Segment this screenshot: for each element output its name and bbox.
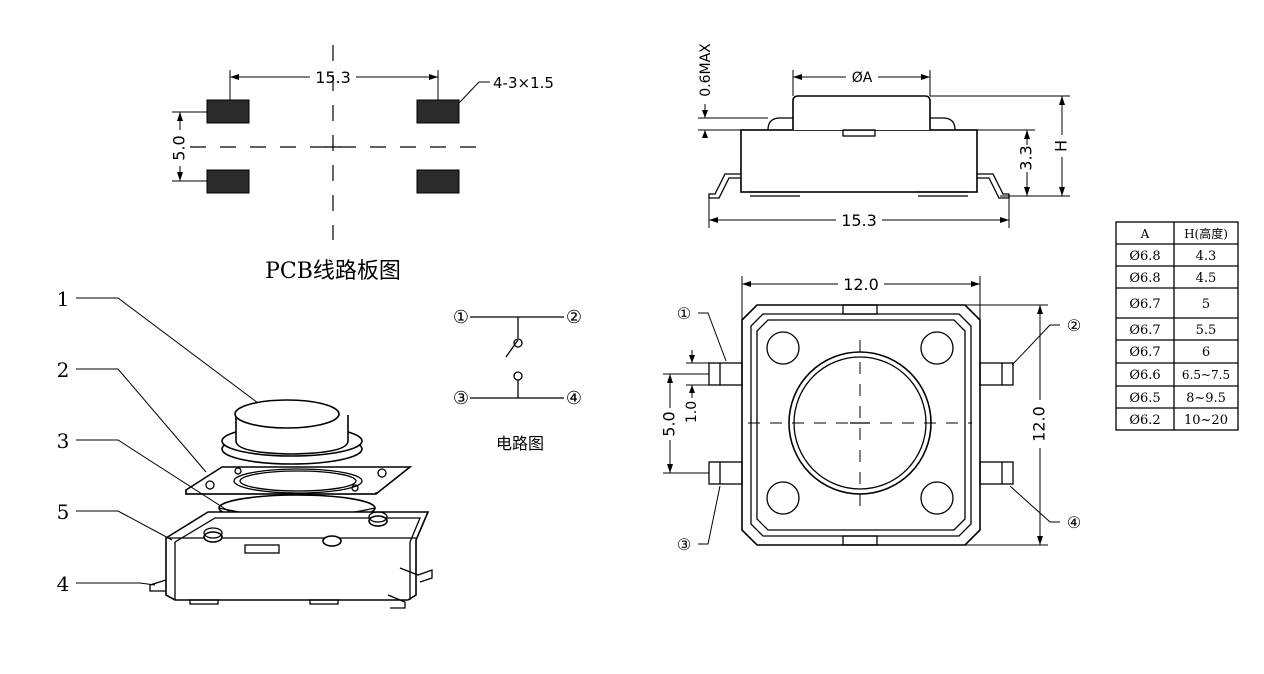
- part-cover-plate: [185, 466, 413, 495]
- table-cell: Ø6.2: [1129, 413, 1160, 428]
- top-pin-4: [979, 461, 1014, 485]
- top-pin-dim: 1.0: [684, 401, 700, 423]
- side-actuator: [792, 95, 931, 130]
- table-cell: 4.3: [1196, 249, 1217, 264]
- top-hole: [920, 481, 954, 515]
- pcb-height-dim: 5.0: [170, 135, 189, 160]
- part-number-1: 1: [57, 287, 70, 311]
- top-pitch-dim: 5.0: [660, 411, 679, 436]
- circuit-pin-3: ③: [453, 388, 469, 409]
- circuit-caption: 电路图: [496, 434, 544, 453]
- table-cell: Ø6.8: [1129, 271, 1160, 286]
- side-leg-right: [977, 173, 1010, 199]
- table-cell: 10~20: [1184, 413, 1228, 428]
- top-pin-label-1: ①: [677, 304, 691, 323]
- top-pin-label-4: ④: [1067, 513, 1081, 532]
- circuit-pin-4: ④: [566, 388, 582, 409]
- top-pin-1: [708, 362, 743, 386]
- side-leg-left: [708, 173, 741, 199]
- circuit-pin-2: ②: [566, 307, 582, 328]
- pcb-pad-top-left: [206, 99, 250, 124]
- top-hole: [766, 481, 800, 515]
- top-pin-label-2: ②: [1067, 316, 1081, 335]
- table-cell: 6: [1202, 345, 1210, 360]
- side-view: ØA 0.6MAX 3.3 H 15.3: [698, 43, 1071, 230]
- top-height-dim: 12.0: [1030, 406, 1049, 442]
- table-cell: Ø6.5: [1129, 391, 1160, 406]
- pcb-caption: PCB线路板图: [265, 259, 401, 284]
- top-hole: [920, 331, 954, 365]
- pcb-pad-note: 4-3×1.5: [493, 74, 554, 92]
- side-diameter-dim: ØA: [852, 70, 873, 86]
- circuit-pin-1: ①: [453, 307, 469, 328]
- pcb-pad-bottom-left: [206, 169, 250, 194]
- table-cell: 6.5~7.5: [1182, 368, 1230, 382]
- table-header-h: H(高度): [1184, 226, 1228, 241]
- top-pin-2: [979, 362, 1014, 386]
- table-cell: 8~9.5: [1186, 391, 1226, 406]
- side-width-dim: 15.3: [841, 211, 877, 230]
- top-view: ① ② ③ ④ 12.0 12.0 5.0 1.0: [660, 275, 1082, 554]
- pcb-layout: 15.3 5.0 4-3×1.5 PCB线路板图: [170, 45, 554, 284]
- pcb-pad-bottom-right: [416, 169, 460, 194]
- top-pin-label-3: ③: [677, 535, 691, 554]
- table-cell: 5.5: [1196, 323, 1217, 338]
- side-max-dim: 0.6MAX: [698, 43, 714, 97]
- exploded-view: 1 2 3 5 4: [57, 287, 433, 609]
- pcb-width-dim: 15.3: [315, 68, 351, 87]
- part-base: [149, 511, 433, 609]
- top-pin-3: [708, 461, 743, 485]
- pcb-pad-top-right: [416, 99, 460, 124]
- table-cell: Ø6.8: [1129, 249, 1160, 264]
- table-cell: Ø6.7: [1129, 345, 1160, 360]
- top-width-dim: 12.0: [843, 275, 879, 294]
- size-table: A H(高度) Ø6.8 4.3 Ø6.8 4.5 Ø6.7 5 Ø6.7 5.…: [1115, 221, 1239, 431]
- table-cell: Ø6.7: [1129, 297, 1160, 312]
- part-number-3: 3: [57, 429, 70, 453]
- part-number-5: 5: [57, 500, 70, 524]
- table-cell: 5: [1202, 297, 1210, 312]
- table-cell: Ø6.6: [1129, 368, 1160, 383]
- part-button-cap: [221, 399, 363, 465]
- part-number-2: 2: [57, 358, 70, 382]
- side-height-dim: H: [1052, 140, 1071, 152]
- side-body: [740, 129, 978, 193]
- circuit-diagram: ① ② ③ ④ 电路图: [453, 307, 582, 453]
- top-hole: [766, 331, 800, 365]
- table-header-a: A: [1140, 227, 1150, 241]
- table-cell: 4.5: [1196, 271, 1217, 286]
- table-cell: Ø6.7: [1129, 323, 1160, 338]
- side-body-dim: 3.3: [1017, 145, 1036, 170]
- part-number-4: 4: [57, 572, 70, 596]
